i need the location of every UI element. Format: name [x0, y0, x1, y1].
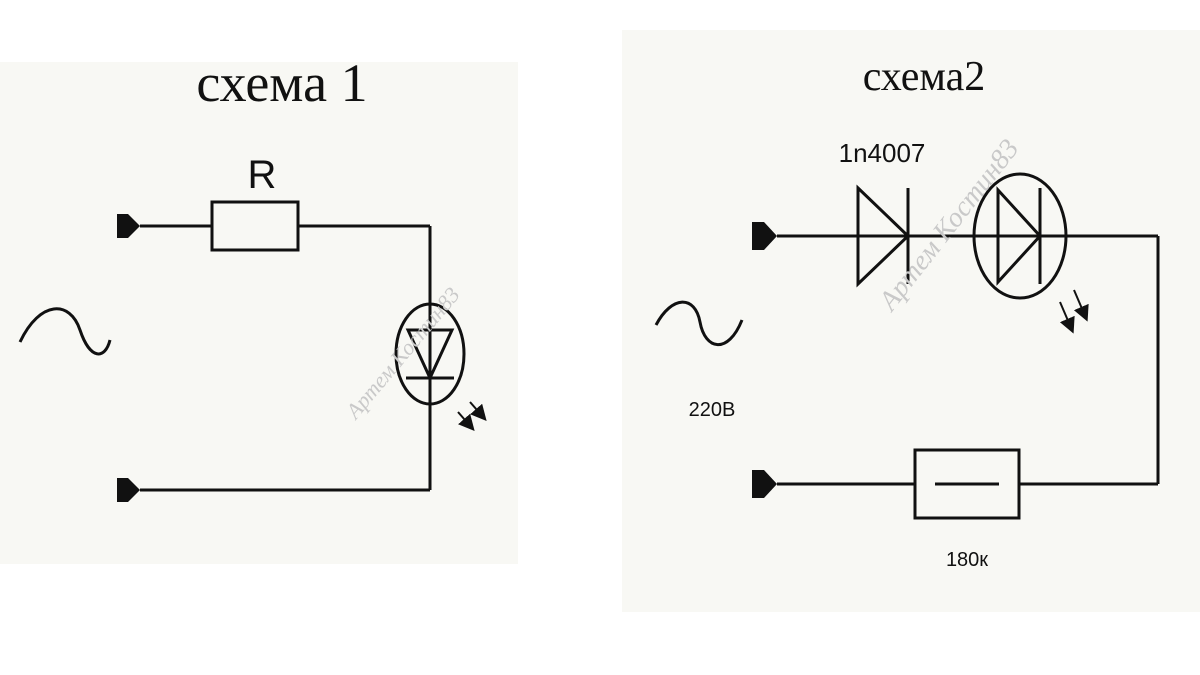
scheme-1-watermark: Артем Костин83	[339, 282, 464, 425]
scheme-1-title: схема 1	[196, 53, 367, 113]
ac-source-icon	[654, 300, 744, 347]
scheme-2-diode-label: 1n4007	[839, 138, 926, 168]
scheme-2-panel	[622, 30, 1200, 612]
terminal-arrow-icon	[117, 478, 140, 502]
light-emission-arrows-icon	[457, 401, 487, 432]
led-icon	[394, 302, 466, 406]
scheme-2-resistor-label: 180к	[946, 549, 988, 571]
led-icon	[972, 172, 1068, 300]
terminal-arrow-icon	[752, 222, 777, 250]
scheme-1-panel	[0, 62, 518, 564]
terminal-arrow-icon	[752, 470, 777, 498]
scheme-1: схема 1 R Артем Костин83	[18, 53, 487, 502]
resistor-icon	[210, 200, 300, 252]
scheme-1-resistor-label: R	[248, 153, 277, 197]
scheme-2-title: схема2	[863, 54, 986, 100]
scheme-2: схема2 1n4007 220В	[654, 54, 1160, 571]
scheme-2-voltage-label: 220В	[689, 399, 736, 421]
ac-source-icon	[18, 307, 112, 356]
light-emission-arrows-icon	[1059, 289, 1089, 334]
diode-icon	[856, 184, 911, 288]
terminal-arrow-icon	[117, 214, 140, 238]
resistor-icon	[913, 448, 1021, 520]
